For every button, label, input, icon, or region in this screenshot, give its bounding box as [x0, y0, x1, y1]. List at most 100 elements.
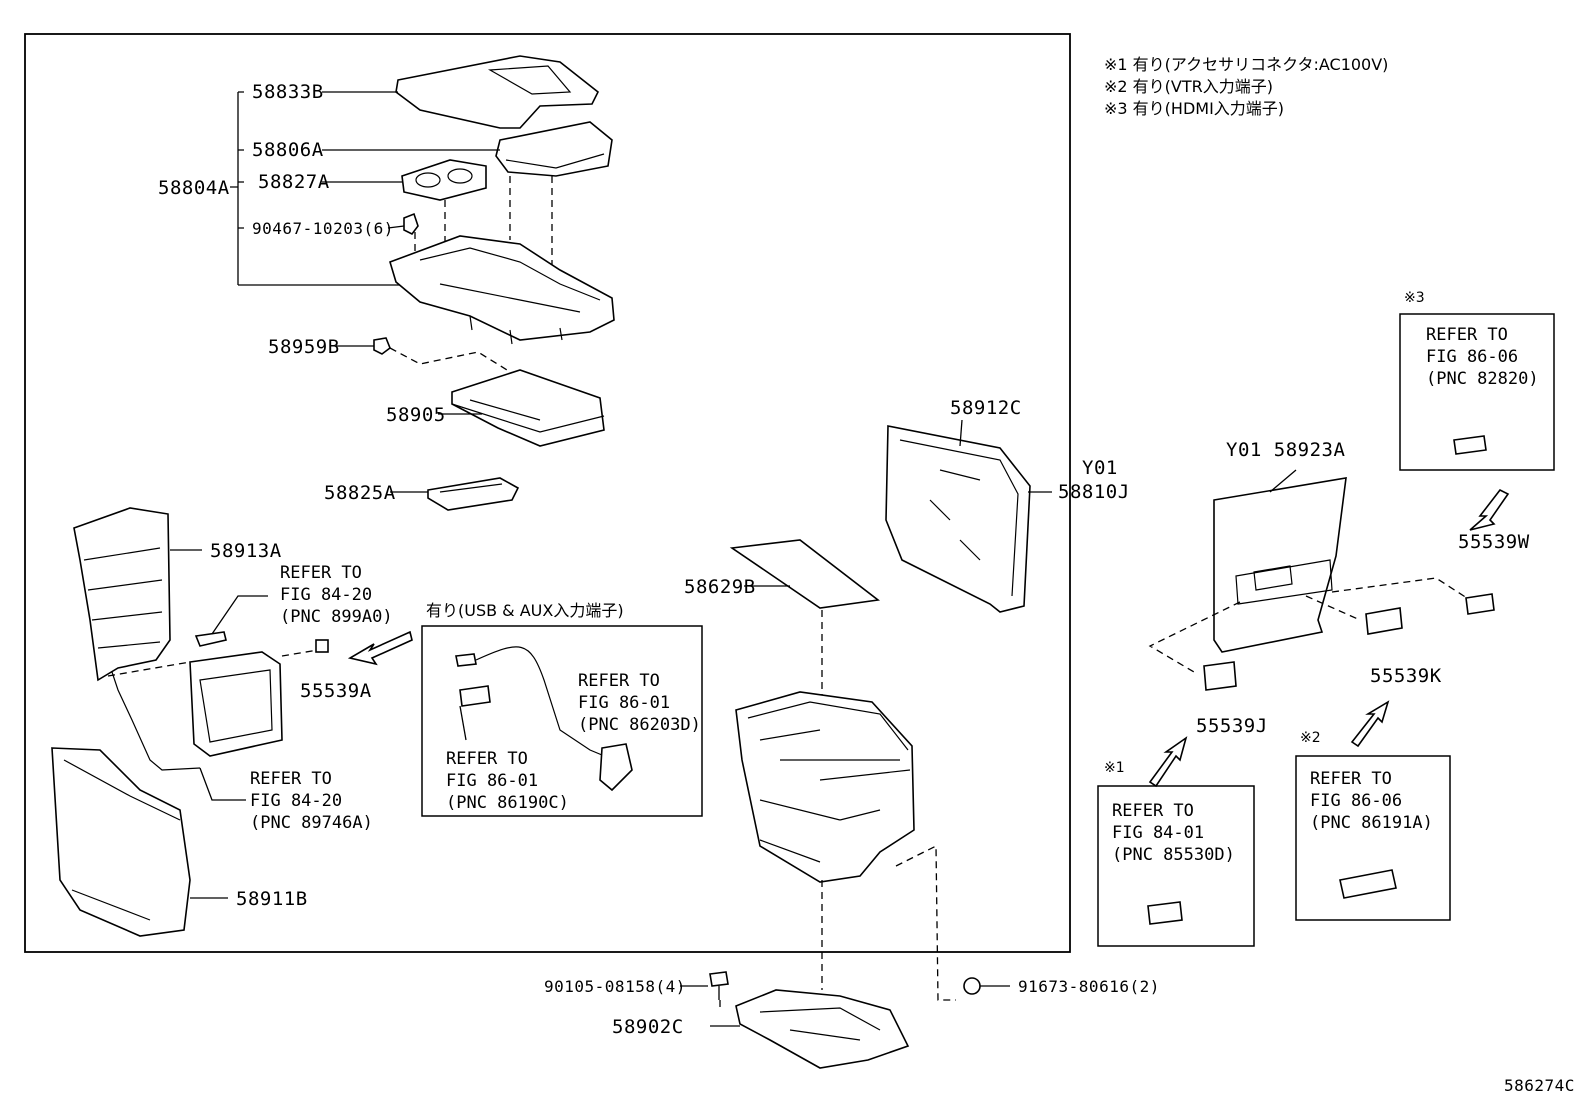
label-58833B: 58833B	[252, 81, 324, 103]
guide-pocket	[107, 649, 319, 677]
part-58913A-ribs	[83, 547, 163, 649]
label-58827A: 58827A	[258, 171, 330, 193]
leader-89746A	[199, 767, 246, 801]
note-2: ※2 有り(VTR入力端子)	[1104, 77, 1273, 96]
part-85530D	[1147, 901, 1183, 925]
part-58912C	[885, 425, 1031, 613]
box-85530D	[1097, 785, 1255, 947]
ref-85530D: REFER TO FIG 84-01 (PNC 85530D)	[1112, 801, 1235, 865]
ref-86203D: REFER TO FIG 86-01 (PNC 86203D)	[578, 671, 701, 735]
label-58806A: 58806A	[252, 139, 324, 161]
label-Y01: Y01	[1082, 457, 1118, 479]
guide-upper	[414, 176, 553, 298]
part-58806A-detail	[505, 153, 605, 169]
part-86190C	[459, 685, 491, 707]
usb-aux-box	[421, 625, 703, 817]
part-55539A	[315, 639, 329, 653]
part-58912C-detail	[899, 439, 1019, 597]
part-55539W	[1465, 593, 1495, 615]
part-58825A-detail	[439, 483, 503, 493]
arrow-55539W	[1469, 488, 1510, 531]
part-55539K	[1365, 607, 1403, 635]
box-82820	[1399, 313, 1555, 471]
part-58827A-hole-1	[415, 172, 441, 188]
part-82820	[1453, 435, 1487, 455]
leader-58912C	[959, 419, 963, 447]
label-58825A: 58825A	[324, 482, 396, 504]
leader-90467	[387, 225, 405, 229]
note-1: ※1 有り(アクセサリコネクタ:AC100V)	[1104, 55, 1389, 74]
label-58804A: 58804A	[158, 177, 230, 199]
label-58905: 58905	[386, 404, 446, 426]
label-Y01-58923A: Y01 58923A	[1226, 439, 1346, 461]
label-58913A: 58913A	[210, 540, 282, 562]
part-58825A	[427, 477, 520, 511]
mark-2: ※2	[1300, 730, 1321, 746]
ref-82820: REFER TO FIG 86-06 (PNC 82820)	[1426, 325, 1539, 389]
wire-harness	[111, 671, 201, 771]
ref-89746A: REFER TO FIG 84-20 (PNC 89746A)	[250, 769, 373, 833]
mark-3: ※3	[1404, 290, 1425, 306]
part-55539J	[1203, 661, 1237, 691]
part-58833B	[395, 55, 600, 129]
bracket-58804A	[230, 91, 400, 286]
arrow-55539A	[347, 630, 413, 666]
guide-lower	[821, 844, 956, 1001]
leader-58923A	[1269, 469, 1297, 493]
part-58905	[451, 369, 605, 447]
part-58911B-detail	[63, 759, 181, 921]
label-58959B: 58959B	[268, 336, 340, 358]
label-91673: 91673-80616(2)	[1018, 977, 1160, 996]
label-90467: 90467-10203(6)	[252, 219, 394, 238]
part-58913A	[73, 507, 171, 682]
part-58911B	[51, 747, 191, 937]
label-55539W: 55539W	[1458, 531, 1530, 553]
figure-id: 586274C	[1504, 1076, 1575, 1095]
part-58923A-slot-2	[1253, 565, 1293, 591]
part-86203D	[599, 743, 633, 792]
leader-86190C	[459, 705, 467, 741]
part-58827A	[401, 159, 487, 201]
ref-899A0: REFER TO FIG 84-20 (PNC 899A0)	[280, 563, 393, 627]
part-58959B	[373, 337, 391, 355]
part-58804A-detail	[419, 247, 601, 345]
box-86191A	[1295, 755, 1451, 921]
part-86191A	[1339, 869, 1397, 899]
part-58827A-hole-2	[447, 168, 473, 184]
mark-1: ※1	[1104, 760, 1125, 776]
part-58810J	[735, 691, 915, 883]
label-55539A: 55539A	[300, 680, 372, 702]
part-usb-plug	[455, 653, 477, 667]
guide-58923A	[1148, 577, 1471, 673]
part-58629B	[729, 539, 881, 609]
label-90105: 90105-08158(4)	[544, 977, 686, 996]
label-58629B: 58629B	[684, 576, 756, 598]
part-58810J-detail	[747, 701, 911, 863]
label-58912C: 58912C	[950, 397, 1022, 419]
arrow-55539J	[1148, 736, 1188, 788]
ref-86191A: REFER TO FIG 86-06 (PNC 86191A)	[1310, 769, 1433, 833]
part-58905-detail	[451, 399, 605, 433]
part-58923A	[1213, 477, 1347, 653]
part-90467-clip	[403, 212, 419, 236]
note-3: ※3 有り(HDMI入力端子)	[1104, 99, 1285, 118]
part-pocket-inner	[199, 669, 273, 743]
label-58810J: 58810J	[1058, 481, 1130, 503]
arrow-55539K	[1350, 700, 1390, 748]
part-58923A-slot	[1235, 559, 1333, 605]
label-58902C: 58902C	[612, 1016, 684, 1038]
label-55539J: 55539J	[1196, 715, 1268, 737]
guide-58959B	[389, 347, 521, 379]
part-899A0-clip	[194, 631, 227, 647]
main-frame	[24, 33, 1071, 953]
leader-899A0	[211, 595, 268, 635]
part-58902C	[735, 989, 910, 1069]
label-55539K: 55539K	[1370, 665, 1442, 687]
part-91673-bolt	[963, 977, 981, 995]
part-58833B-detail	[487, 65, 572, 95]
label-58911B: 58911B	[236, 888, 308, 910]
part-90105-bolt	[709, 971, 729, 987]
usb-box-title: 有り(USB & AUX入力端子)	[426, 601, 624, 620]
